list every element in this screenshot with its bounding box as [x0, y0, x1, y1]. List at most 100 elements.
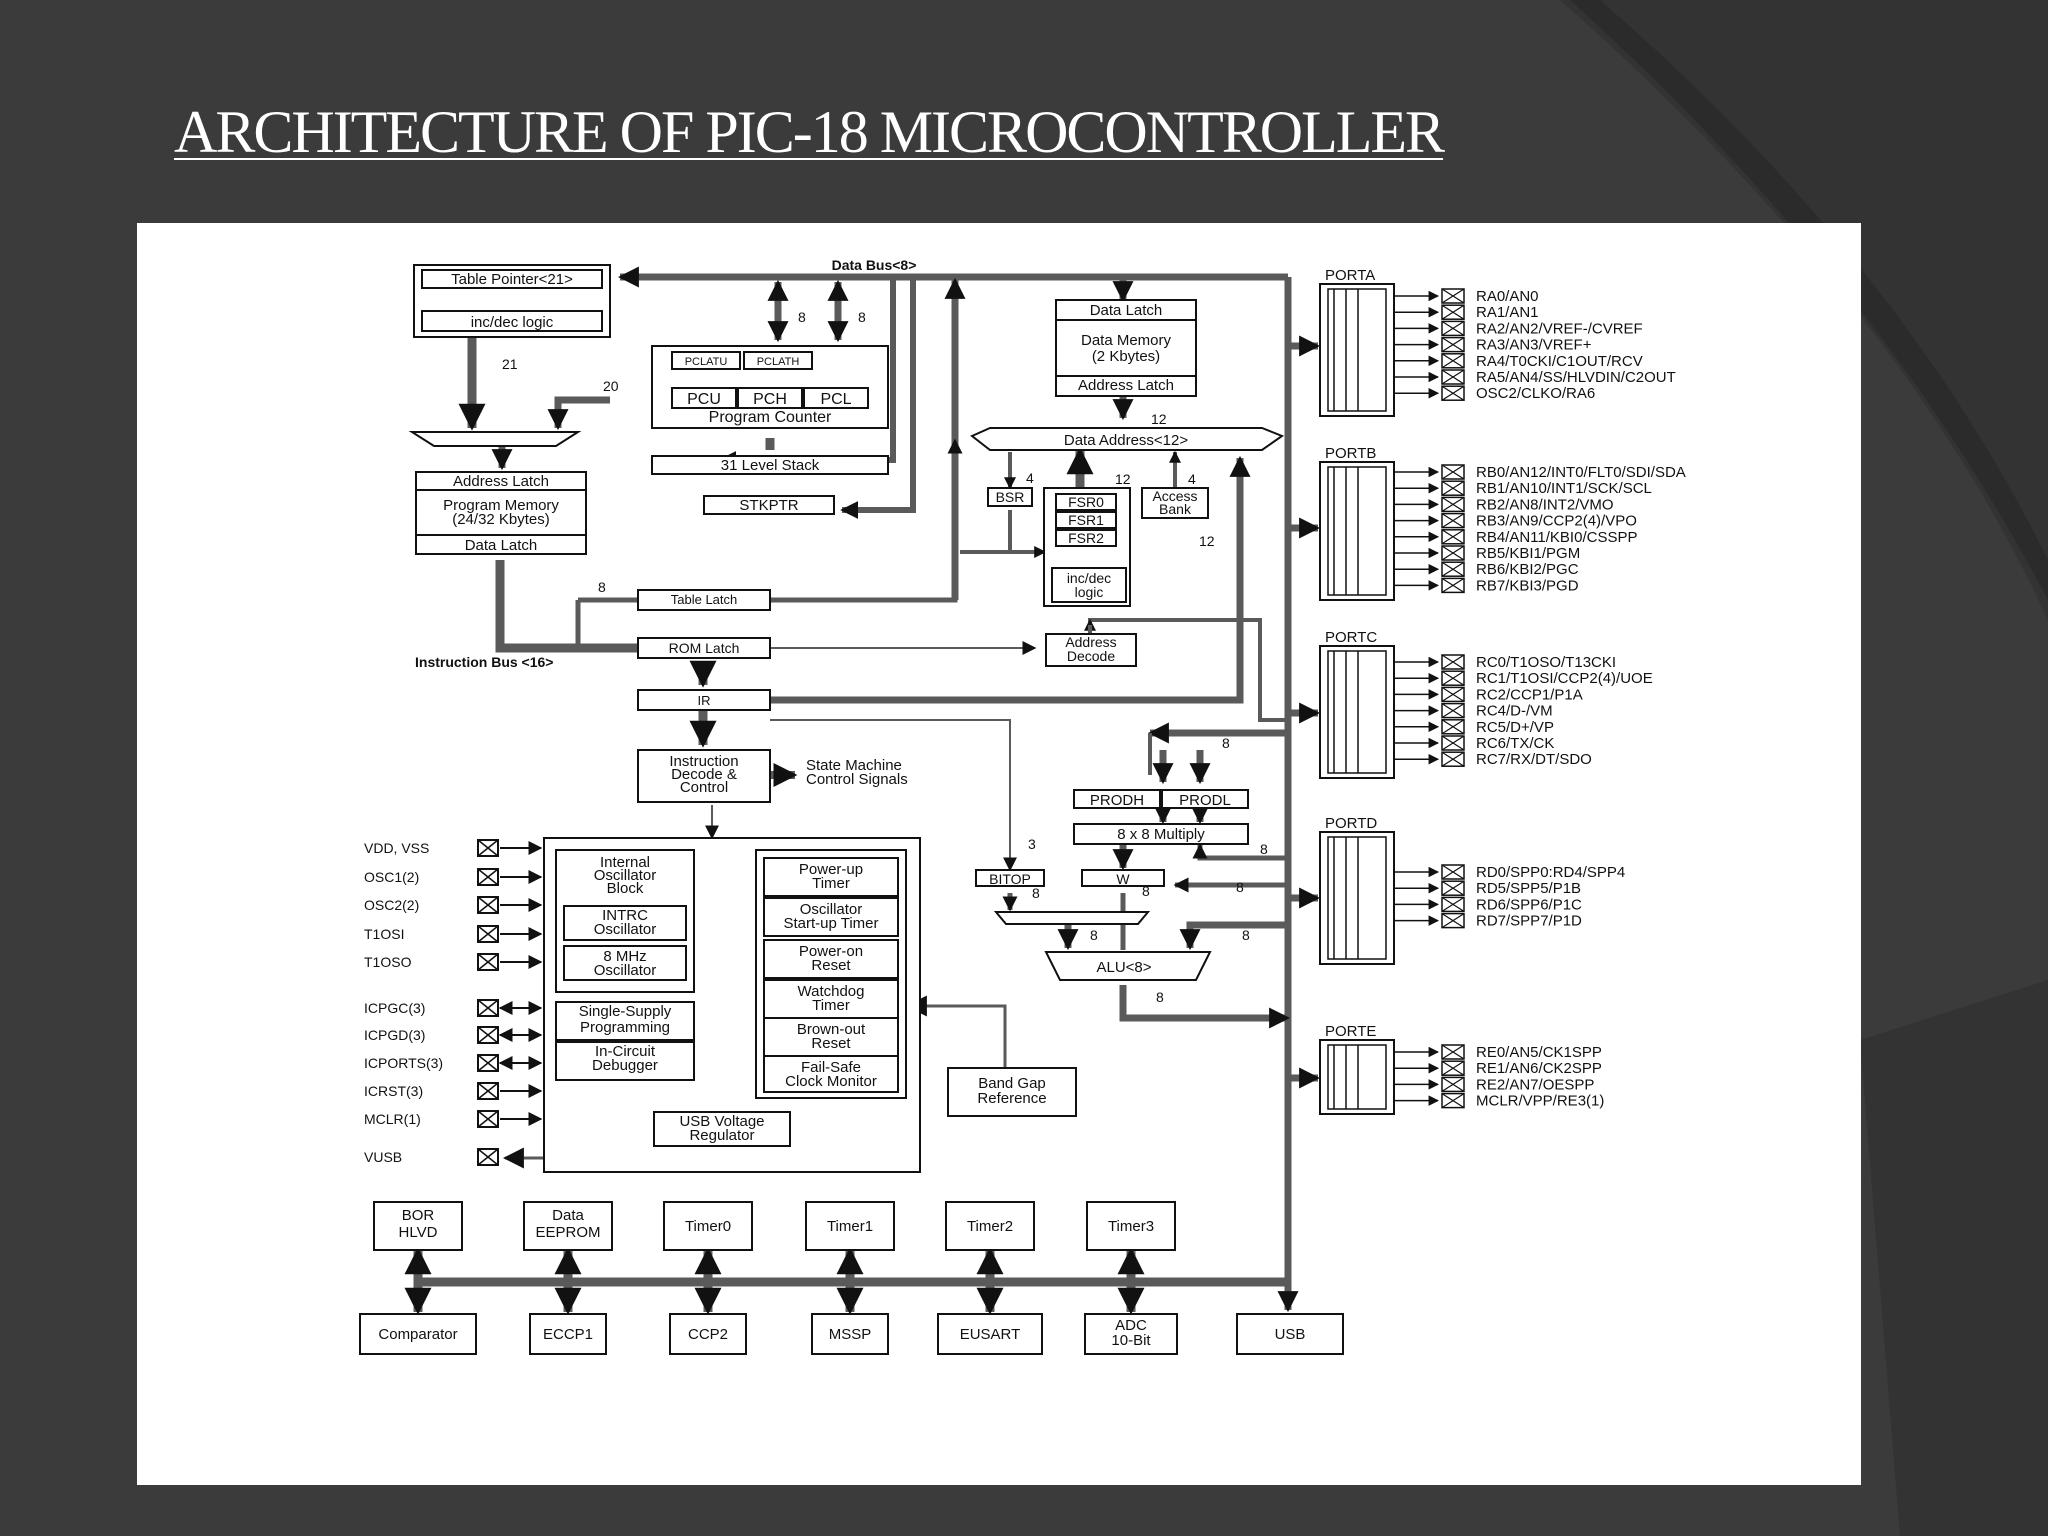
port-pin-label: RD7/SPP7/P1D — [1476, 913, 1582, 930]
fsr0-box — [1055, 493, 1117, 511]
peripheral-bottom-label-3: MSSP — [829, 1326, 872, 1343]
left-pin-label-2: OSC2(2) — [364, 897, 419, 913]
bitop-box — [975, 869, 1045, 887]
bus-width-label-8: 12 — [1115, 471, 1131, 487]
bus-width-label-12: 8 — [1032, 885, 1040, 901]
pin-cross — [1441, 561, 1465, 577]
access-bank-box — [1141, 487, 1209, 519]
program-memory-size-label: (24/32 Kbytes) — [452, 511, 550, 528]
fscm-1-label: Fail-Safe — [801, 1059, 861, 1076]
pclatu-box — [671, 351, 741, 370]
port-register-portc — [1319, 645, 1395, 779]
intrc-box — [563, 905, 687, 941]
pin-cross — [1441, 480, 1465, 496]
peripheral-bottom-6 — [1236, 1313, 1344, 1355]
peripheral-top-3 — [805, 1201, 895, 1251]
peripheral-bottom-label-6: USB — [1275, 1326, 1306, 1343]
bsr-label: BSR — [996, 489, 1025, 505]
peripheral-bottom-1 — [529, 1313, 607, 1355]
pin-cross — [1441, 288, 1465, 304]
peripheral-bottom-2 — [669, 1313, 747, 1355]
left-pin-label-3: T1OSI — [364, 926, 404, 942]
port-pin-label: RD0/SPP0:RD4/SPP4 — [1476, 864, 1625, 881]
w-reg-label: W — [1116, 871, 1130, 887]
pin-cross — [1441, 913, 1465, 929]
pin-cross — [1441, 304, 1465, 320]
mhz8-box — [563, 945, 687, 981]
port-pin-label: RE1/AN6/CK2SPP — [1476, 1060, 1602, 1077]
peripheral-top-label-0-b: HLVD — [399, 1224, 438, 1241]
address-decode-1-label: Address — [1065, 634, 1116, 650]
address-mux-trapezoid — [408, 431, 582, 447]
data-memory-size-label: (2 Kbytes) — [1092, 348, 1160, 365]
bus-width-label-0: 21 — [502, 356, 518, 372]
port-pin-label: RC5/D+/VP — [1476, 719, 1554, 736]
rom-latch-box — [637, 637, 771, 659]
pin-cross — [1441, 464, 1465, 480]
fsr2-box — [1055, 529, 1117, 547]
blocks — [359, 264, 1395, 1355]
bor-1-label: Brown-out — [797, 1021, 866, 1038]
bus-width-label-1: 20 — [603, 378, 619, 394]
multiply-box — [1073, 823, 1249, 845]
data-address-bus-shape — [970, 427, 1285, 451]
stkptr-box — [703, 495, 835, 515]
fsr-inc-dec-1-label: inc/dec — [1067, 570, 1111, 586]
table-latch-label: Table Latch — [671, 592, 738, 607]
usb-reg-1-label: USB Voltage — [679, 1113, 764, 1130]
port-pin-label: RB5/KBI1/PGM — [1476, 545, 1580, 562]
fsr1-label: FSR1 — [1068, 512, 1104, 528]
bus-width-label-11: 3 — [1028, 836, 1036, 852]
pin-cross — [1441, 337, 1465, 353]
bsr-box — [987, 487, 1033, 507]
pin-cross — [1441, 654, 1465, 670]
pin-cross — [1441, 864, 1465, 880]
pin-cross — [1441, 896, 1465, 912]
peripheral-bottom-label-2: CCP2 — [688, 1326, 728, 1343]
peripheral-top-5 — [1086, 1201, 1176, 1251]
pin-cross — [477, 999, 499, 1017]
single-supply-2-label: Programming — [580, 1019, 670, 1036]
port-latch-frame — [1327, 1044, 1387, 1110]
por-box — [763, 939, 899, 979]
port-register-porta — [1319, 283, 1395, 417]
pin-cross — [477, 1148, 499, 1166]
address-decode-box — [1045, 633, 1137, 667]
data-bus-label: Data Bus<8> — [832, 257, 917, 273]
ost-2-label: Start-up Timer — [783, 915, 878, 932]
port-register-portd — [1319, 831, 1395, 965]
bus-width-label-10: 8 — [1222, 735, 1230, 751]
pin-cross — [477, 925, 499, 943]
pclatu-label: PCLATU — [685, 356, 728, 368]
port-pin-label: RA5/AN4/SS/HLVDIN/C2OUT — [1476, 369, 1676, 386]
left-pin-label-6: ICPGD(3) — [364, 1027, 425, 1043]
peripheral-top-label-1-a: Data — [552, 1207, 584, 1224]
alu-shape — [1044, 951, 1212, 981]
peripheral-bottom-label-1: ECCP1 — [543, 1326, 593, 1343]
port-pin-label: RE0/AN5/CK1SPP — [1476, 1044, 1602, 1061]
access-bank-1-label: Access — [1152, 488, 1197, 504]
bus-width-label-14: 8 — [1260, 841, 1268, 857]
port-name-portb: PORTB — [1325, 445, 1376, 462]
pin-cross — [1441, 1093, 1465, 1109]
port-pin-label: RB3/AN9/CCP2(4)/VPO — [1476, 513, 1637, 530]
port-name-portc: PORTC — [1325, 629, 1377, 646]
pin-cross — [1441, 1060, 1465, 1076]
port-latch-frame — [1327, 650, 1387, 774]
state-machine-2-label: Control Signals — [806, 771, 908, 788]
alu-label: ALU<8> — [1096, 959, 1151, 976]
data-memory-latch-label: Data Latch — [1090, 302, 1163, 319]
left-pin-label-1: OSC1(2) — [364, 869, 419, 885]
rom-latch-label: ROM Latch — [669, 640, 740, 656]
peripheral-top-label-0-a: BOR — [402, 1207, 435, 1224]
wdt-2-label: Timer — [812, 997, 850, 1014]
left-pin-label-0: VDD, VSS — [364, 840, 429, 856]
pin-cross — [477, 1026, 499, 1044]
pin-cross — [1441, 735, 1465, 751]
multiply-label: 8 x 8 Multiply — [1117, 826, 1205, 843]
port-register-portb — [1319, 461, 1395, 601]
pwrt-2-label: Timer — [812, 875, 850, 892]
internal-osc-3-label: Block — [607, 880, 644, 897]
band-gap-2-label: Reference — [977, 1090, 1046, 1107]
table-pointer-box — [421, 269, 603, 289]
